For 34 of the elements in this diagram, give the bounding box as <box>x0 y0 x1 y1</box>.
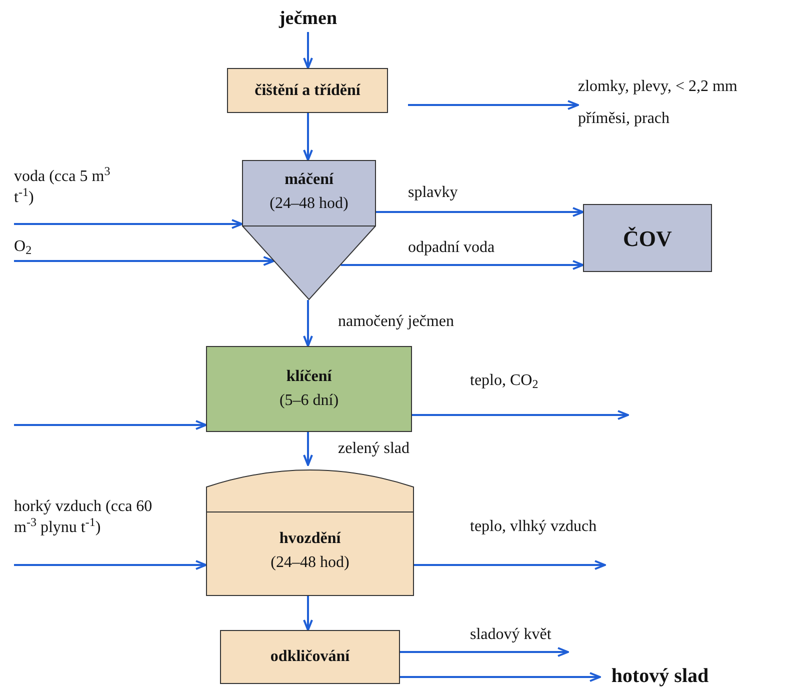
flow-text: zlomky, plevy, < 2,2 mm <box>578 77 738 97</box>
flow-arrow <box>414 560 606 570</box>
flow-text: ječmen <box>278 6 338 31</box>
step-label: odkličování <box>270 647 350 667</box>
flow-arrow <box>400 672 601 682</box>
flow-arrow <box>14 256 275 266</box>
flow-arrow <box>303 113 313 161</box>
flow-arrow <box>408 100 579 110</box>
flow-arrow <box>14 560 207 570</box>
flow-arrow <box>303 300 313 347</box>
process-box <box>220 630 400 684</box>
process-box <box>206 346 412 432</box>
step-label: hvozdění <box>279 529 341 549</box>
flow-arrow <box>376 207 584 217</box>
flow-text: příměsi, prach <box>578 109 670 129</box>
step-label: čištění a třídění <box>254 80 360 100</box>
flow-arrow <box>400 647 569 657</box>
flow-text: hotový slad <box>611 664 709 688</box>
step-label: klíčení <box>286 367 332 387</box>
flow-arrow <box>303 32 313 69</box>
duration-label: (5–6 dní) <box>279 391 339 411</box>
duration-label: (24–48 hod) <box>270 553 350 573</box>
flow-arrow <box>303 596 313 631</box>
flow-arrow <box>14 219 243 229</box>
steeping-vessel <box>242 160 376 300</box>
flow-arrow <box>303 432 313 466</box>
process-box <box>227 68 388 113</box>
flow-arrow <box>340 260 584 270</box>
flow-arrow <box>14 420 207 430</box>
duration-label: (24–48 hod) <box>270 194 348 214</box>
flow-arrow <box>412 410 629 420</box>
treatment-box <box>583 204 712 272</box>
step-label: ČOV <box>623 224 672 252</box>
step-label: máčení <box>284 170 334 190</box>
